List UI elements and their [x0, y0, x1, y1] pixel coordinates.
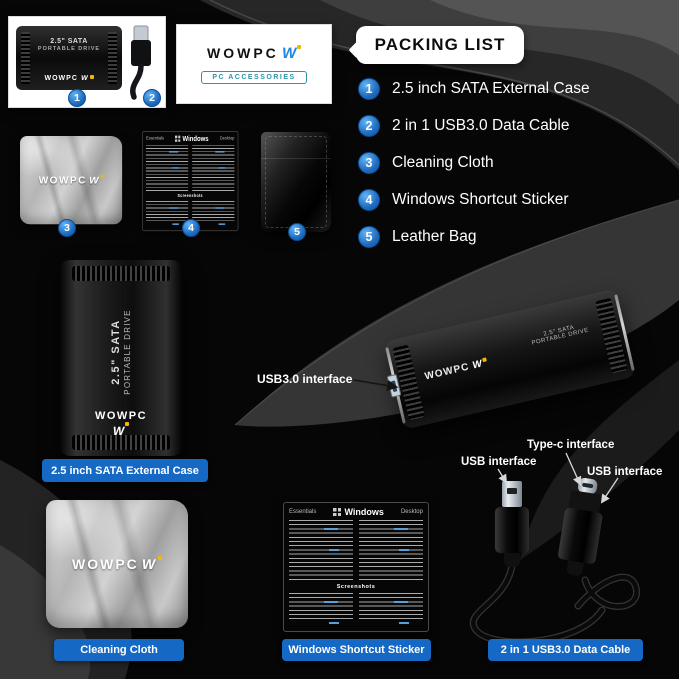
sticker-left-header: Essentials [289, 509, 317, 515]
packing-list-item: 3 Cleaning Cloth [358, 152, 673, 174]
drive-print: 2.5" SATA PORTABLE DRIVE [531, 324, 590, 347]
logo-dot-icon [89, 75, 94, 79]
item-number-badge: 4 [358, 189, 380, 211]
item-label: Cleaning Cloth [392, 154, 494, 171]
case-badge: 2.5 inch SATA External Case [42, 459, 208, 482]
logo-dot-icon [157, 556, 162, 561]
windows-flag-icon [333, 508, 342, 516]
cable-badge: 2 in 1 USB3.0 Data Cable [488, 639, 643, 661]
heatsink-fins [595, 297, 628, 374]
packing-list-item: 5 Leather Bag [358, 226, 673, 248]
wowpc-w-icon: W [87, 174, 101, 186]
wowpc-w-icon: W [471, 358, 483, 372]
logo-dot-icon [100, 174, 104, 178]
drive-print: 2.5" SATA PORTABLE DRIVE [110, 309, 132, 395]
sticker-right-header: Desktop [400, 509, 423, 515]
packing-list-item: 4 Windows Shortcut Sticker [358, 189, 673, 211]
usb3-interface-callout: USB3.0 interface [257, 372, 353, 386]
shortcut-lines [192, 201, 235, 225]
item-number-marker: 2 [143, 89, 161, 107]
plug-body [495, 507, 529, 553]
cloth-fold [46, 500, 188, 628]
packing-list-title: PACKING LIST [374, 35, 506, 54]
pc-accessories-tag: PC ACCESSORIES [201, 70, 307, 84]
usb-interface-callout-left: USB interface [461, 456, 537, 468]
shortcut-lines [359, 593, 423, 624]
item-number-marker: 4 [182, 219, 200, 237]
drive-print-line2: PORTABLE DRIVE [37, 46, 101, 52]
external-case-photo: 2.5" SATA PORTABLE DRIVE WOWPC W [60, 260, 182, 456]
sticker-title: Windows [182, 134, 209, 143]
sticker-mid-header: Screenshots [177, 194, 203, 199]
wowpc-w-icon: W [111, 424, 126, 438]
shortcut-lines [192, 144, 235, 192]
sticker-mid-header: Screenshots [336, 584, 376, 590]
cloth-fold [20, 136, 123, 225]
heatsink-fins [72, 435, 170, 450]
windows-flag-icon [175, 135, 181, 142]
packing-list: 1 2.5 inch SATA External Case 2 2 in 1 U… [358, 78, 673, 263]
drive-print-line1: 2.5" SATA [50, 38, 88, 45]
wowpc-w-icon: W [140, 556, 159, 573]
wowpc-w-icon: W [280, 44, 298, 62]
logo-dot-icon [125, 422, 130, 426]
wowpc-w-icon: W [80, 75, 90, 82]
type-c-interface-callout: Type-c interface [527, 439, 615, 451]
heatsink-fins [108, 32, 117, 84]
external-case-angled-photo: WOWPCW 2.5" SATA PORTABLE DRIVE [383, 288, 637, 430]
heatsink-fins [72, 266, 170, 281]
drive-print: 2.5" SATA PORTABLE DRIVE [16, 38, 122, 52]
logo-dot-icon [482, 357, 487, 363]
packing-list-bubble: PACKING LIST [356, 26, 524, 64]
logo-dot-icon [296, 44, 301, 49]
item-number-badge: 3 [358, 152, 380, 174]
item-number-marker: 3 [58, 219, 76, 237]
leather-bag-thumb [261, 132, 331, 232]
sticker-badge: Windows Shortcut Sticker [282, 639, 431, 661]
shortcut-lines [145, 201, 189, 225]
cloth-badge: Cleaning Cloth [54, 639, 184, 661]
item-label: Windows Shortcut Sticker [392, 191, 569, 208]
shortcut-lines [289, 593, 353, 624]
plug-body [557, 507, 604, 565]
wowpc-logo: WOWPC W [94, 410, 148, 438]
strain-relief [504, 553, 520, 567]
item-number-marker: 1 [68, 89, 86, 107]
item-label: Leather Bag [392, 228, 477, 245]
shortcut-lines [145, 144, 189, 192]
packing-list-item: 2 2 in 1 USB3.0 Data Cable [358, 115, 673, 137]
item-number-badge: 5 [358, 226, 380, 248]
strain-relief [566, 560, 585, 577]
item-number-badge: 1 [358, 78, 380, 100]
item-label: 2.5 inch SATA External Case [392, 80, 590, 97]
heatsink-fins [21, 32, 30, 84]
usb-interface-callout-right: USB interface [587, 466, 663, 478]
usb-cable-thumb [130, 25, 151, 100]
item-number-badge: 2 [358, 115, 380, 137]
packing-list-item: 1 2.5 inch SATA External Case [358, 78, 673, 100]
sticker-right-header: Desktop [219, 136, 235, 142]
sticker-title: Windows [344, 507, 384, 517]
usb-metal-shell [502, 481, 522, 507]
shortcut-lines [359, 520, 423, 580]
item-number-marker: 5 [288, 223, 306, 241]
wowpc-logo: WOWPCW [20, 174, 122, 186]
usb-plug-left [492, 479, 532, 575]
wowpc-logo: WOWPCW [424, 357, 489, 382]
sticker-left-header: Essentials [145, 136, 165, 142]
shortcut-lines [289, 520, 353, 580]
item-label: 2 in 1 USB3.0 Data Cable [392, 117, 570, 134]
